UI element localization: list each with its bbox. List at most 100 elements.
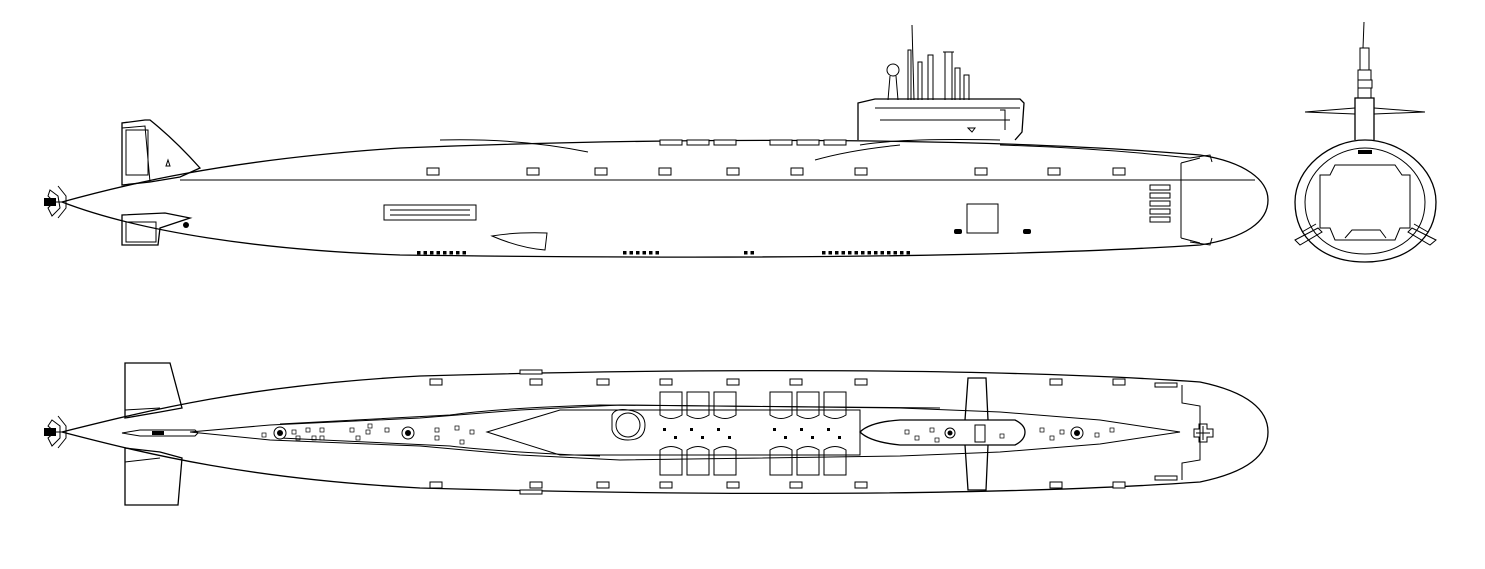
deck-fitting — [349, 427, 355, 433]
vent-dot — [456, 251, 460, 255]
deck-fitting — [261, 432, 267, 438]
top-missile-tubes — [659, 391, 847, 476]
front-section-view — [1294, 21, 1437, 263]
vent-dot — [417, 251, 421, 255]
edge-opening — [659, 481, 673, 489]
edge-opening — [1112, 481, 1126, 489]
missile-tube-upper — [686, 391, 710, 419]
vent-dot — [750, 251, 754, 255]
top-propeller — [44, 415, 67, 449]
side-lower-rudder — [121, 212, 193, 246]
side-bow-frame — [1180, 157, 1201, 244]
vent-dot — [835, 251, 839, 255]
missile-tube-upper — [796, 391, 820, 419]
top-sail-plane-left — [964, 377, 989, 421]
deck-fitting — [305, 427, 311, 433]
top-hull-outline — [61, 369, 1269, 495]
vent-dot — [848, 251, 852, 255]
front-sail — [1354, 97, 1375, 140]
deck-fitting — [355, 435, 361, 441]
top-plan-view — [44, 362, 1269, 506]
side-lower-vent-dots — [417, 251, 910, 255]
vent-dot — [880, 251, 884, 255]
missile-tube-upper — [713, 391, 737, 419]
vent-dot — [462, 251, 466, 255]
edge-opening — [854, 481, 868, 489]
edge-opening — [1049, 481, 1063, 489]
front-hull-circle — [1294, 139, 1437, 263]
edge-opening — [429, 378, 443, 386]
deck-fitting — [454, 425, 460, 431]
deck-fitting — [365, 429, 371, 435]
vent-dot — [649, 251, 653, 255]
vent-dot — [867, 251, 871, 255]
deck-fitting — [934, 437, 940, 443]
edge-rail — [519, 489, 543, 495]
tube-marker — [690, 428, 693, 431]
top-bow-cross — [1193, 423, 1214, 443]
edge-rail — [1154, 382, 1178, 388]
edge-opening — [529, 481, 543, 489]
edge-opening — [596, 378, 610, 386]
side-bow-vents — [1149, 184, 1171, 223]
missile-tube-lower — [769, 446, 793, 476]
deck-fitting — [384, 427, 390, 433]
deck-fitting — [914, 435, 920, 441]
vent-dot — [893, 251, 897, 255]
missile-tube-lower — [686, 446, 710, 476]
tube-marker — [784, 436, 787, 439]
front-dive-plane-left — [1294, 227, 1323, 246]
vent-dot — [906, 251, 910, 255]
deck-fitting — [367, 423, 373, 429]
deck-fitting — [434, 435, 440, 441]
deck-fitting — [929, 427, 935, 433]
side-lower-panel — [383, 204, 477, 221]
side-missile-hatches — [659, 139, 847, 146]
top-stern-fin-upper — [124, 362, 183, 419]
edge-opening — [854, 378, 868, 386]
side-hull-outline — [59, 139, 1269, 258]
top-missile-deck — [485, 409, 861, 456]
tube-marker — [674, 436, 677, 439]
deck-fitting — [319, 427, 325, 433]
vent-dot — [443, 251, 447, 255]
edge-rail — [1154, 475, 1178, 481]
tube-marker — [827, 428, 830, 431]
top-sail-plane-right — [964, 444, 989, 491]
missile-tube-lower — [713, 446, 737, 476]
front-dive-plane-right — [1407, 227, 1437, 246]
deck-fitting — [1039, 427, 1045, 433]
vent-dot — [449, 251, 453, 255]
edge-opening — [789, 481, 803, 489]
vent-dot — [744, 251, 748, 255]
missile-tube-upper — [659, 391, 683, 419]
deck-fitting — [1049, 435, 1055, 441]
edge-opening — [726, 481, 740, 489]
deck-fitting — [1059, 429, 1065, 435]
tube-marker — [773, 428, 776, 431]
top-stern-fin-lower — [124, 447, 183, 506]
tube-marker — [663, 428, 666, 431]
tube-marker — [838, 436, 841, 439]
top-deck-details — [261, 423, 1115, 445]
vent-dot — [887, 251, 891, 255]
vent-dot — [629, 251, 633, 255]
deck-fitting — [904, 429, 910, 435]
missile-tube-upper — [823, 391, 847, 419]
deck-fitting — [311, 435, 317, 441]
missile-tube-lower — [659, 446, 683, 476]
side-profile-view — [44, 24, 1269, 258]
vent-dot — [854, 251, 858, 255]
side-hull-openings — [426, 167, 1126, 176]
vent-dot — [655, 251, 659, 255]
edge-opening — [596, 481, 610, 489]
front-inner-hatch — [1319, 164, 1411, 241]
edge-opening — [659, 378, 673, 386]
tube-marker — [800, 428, 803, 431]
vent-dot — [623, 251, 627, 255]
deck-fitting — [1109, 427, 1115, 433]
deck-fitting — [291, 429, 297, 435]
side-deck-curve — [439, 139, 589, 153]
vent-dot — [430, 251, 434, 255]
